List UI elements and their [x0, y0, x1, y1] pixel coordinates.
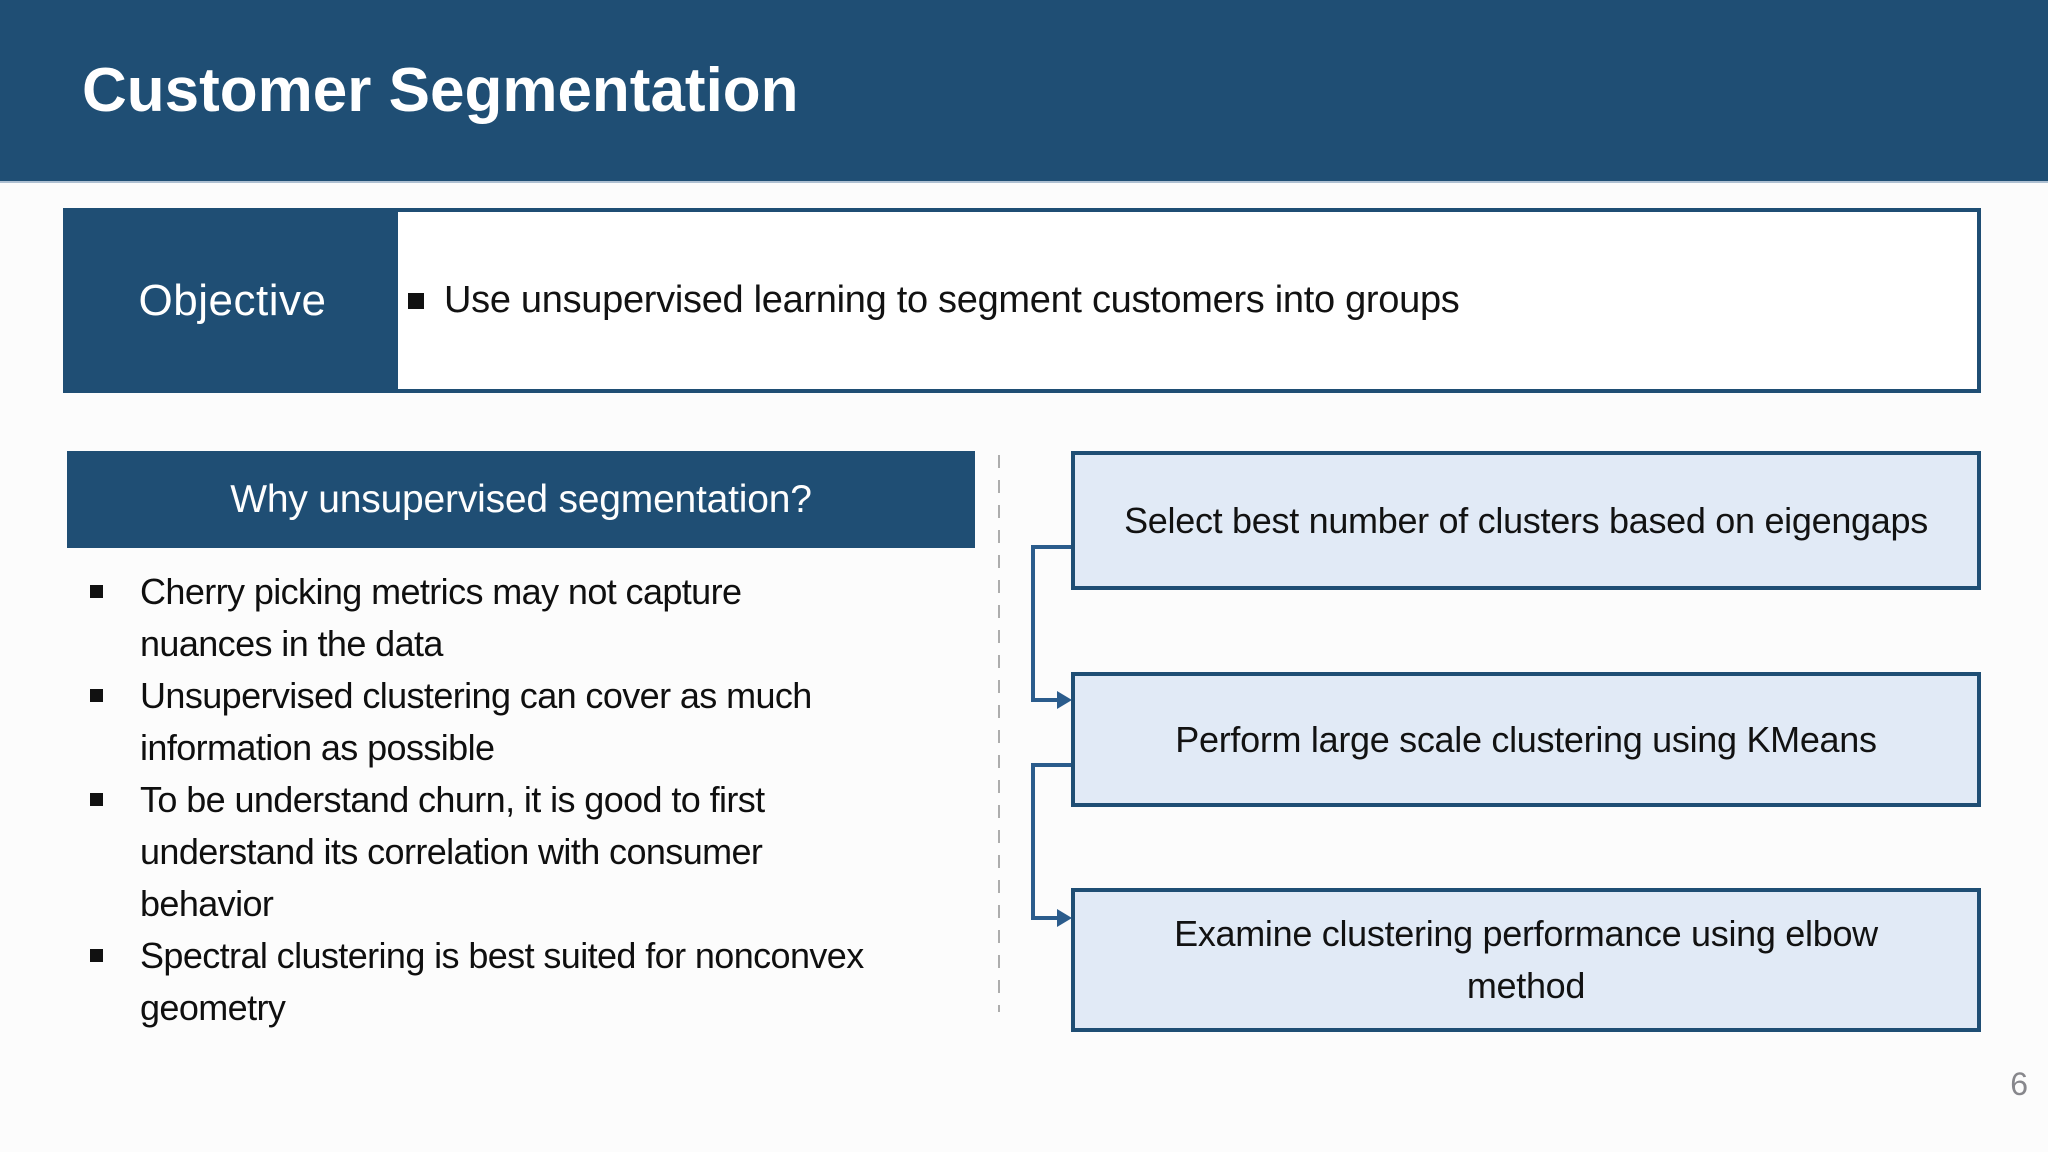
- square-bullet-icon: [90, 793, 103, 806]
- flow-step-elbow: Examine clustering performance using elb…: [1071, 888, 1981, 1032]
- bullet-text: To be understand churn, it is good to fi…: [140, 779, 765, 924]
- objective-text: Use unsupervised learning to segment cus…: [444, 279, 1460, 321]
- connector-elbow-2: [1031, 763, 1071, 920]
- bullet-text: Cherry picking metrics may not capture n…: [140, 571, 742, 664]
- reasons-bullet-list: Cherry picking metrics may not capture n…: [90, 566, 1000, 1034]
- flow-connector-arrows: [1031, 545, 1072, 927]
- page-number: 6: [2010, 1066, 2028, 1102]
- list-item: Unsupervised clustering can cover as muc…: [90, 670, 1000, 774]
- list-item: To be understand churn, it is good to fi…: [90, 774, 1000, 930]
- square-bullet-icon: [90, 949, 103, 962]
- objective-label: Objective: [67, 212, 398, 389]
- why-segmentation-heading: Why unsupervised segmentation?: [67, 451, 975, 548]
- slide-header: Customer Segmentation: [0, 0, 2048, 183]
- slide-title: Customer Segmentation: [82, 56, 799, 125]
- objective-box: Objective Use unsupervised learning to s…: [63, 208, 1981, 393]
- flow-step-eigengaps: Select best number of clusters based on …: [1071, 451, 1981, 590]
- list-item: Cherry picking metrics may not capture n…: [90, 566, 1000, 670]
- flow-step-kmeans: Perform large scale clustering using KMe…: [1071, 672, 1981, 807]
- square-bullet-icon: [408, 292, 424, 309]
- bullet-text: Unsupervised clustering can cover as muc…: [140, 675, 812, 768]
- square-bullet-icon: [90, 585, 103, 598]
- bullet-text: Spectral clustering is best suited for n…: [140, 935, 864, 1028]
- arrowhead-icon: [1057, 909, 1072, 927]
- connector-elbow-1: [1031, 545, 1071, 702]
- arrowhead-icon: [1057, 691, 1072, 709]
- list-item: Spectral clustering is best suited for n…: [90, 930, 1000, 1034]
- objective-body: Use unsupervised learning to segment cus…: [398, 212, 1977, 389]
- dashed-vertical-divider: [998, 455, 1000, 1012]
- square-bullet-icon: [90, 689, 103, 702]
